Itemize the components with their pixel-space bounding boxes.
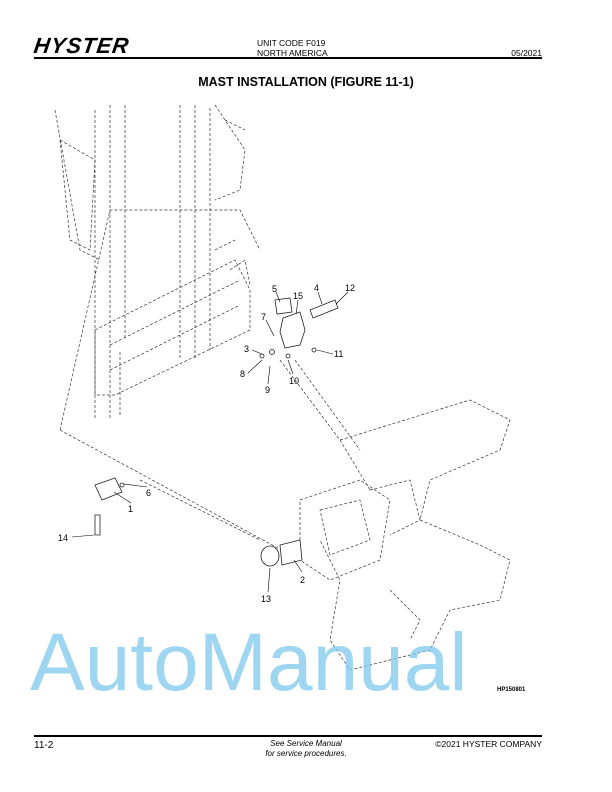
callout-labels: 5 15 4 12 7 3 11 8 10 9 6 1 14 2 13 xyxy=(58,283,355,604)
header-info: UNIT CODE F019 NORTH AMERICA xyxy=(257,38,328,58)
footer-rule xyxy=(34,735,542,737)
callout-10: 10 xyxy=(289,376,299,386)
header-date: 05/2021 xyxy=(511,48,542,58)
callout-1: 1 xyxy=(128,504,133,514)
callout-3: 3 xyxy=(244,344,249,354)
callout-15: 15 xyxy=(293,291,303,301)
callout-6: 6 xyxy=(146,488,151,498)
footer-note-line2: for service procedures. xyxy=(265,749,347,758)
parts xyxy=(94,297,339,567)
region: NORTH AMERICA xyxy=(257,48,328,58)
unit-code: UNIT CODE F019 xyxy=(257,38,326,48)
callout-12: 12 xyxy=(345,283,355,293)
callout-4: 4 xyxy=(314,283,319,293)
footer-note: See Service Manual for service procedure… xyxy=(226,739,386,759)
mast-drawing xyxy=(54,104,511,671)
callout-13: 13 xyxy=(261,594,271,604)
page-number: 11-2 xyxy=(34,740,54,751)
callout-5: 5 xyxy=(272,284,277,294)
page-title: MAST INSTALLATION (FIGURE 11-1) xyxy=(198,75,414,89)
copyright: ©2021 HYSTER COMPANY xyxy=(435,739,542,749)
callout-14: 14 xyxy=(58,533,68,543)
leader-lines xyxy=(71,291,349,593)
footer-note-line1: See Service Manual xyxy=(270,739,342,748)
header-rule xyxy=(34,57,542,59)
watermark: AutoManual xyxy=(30,617,468,708)
callout-2: 2 xyxy=(300,575,305,585)
callout-7: 7 xyxy=(261,312,266,322)
figure-id: HP150801 xyxy=(497,687,526,693)
callout-9: 9 xyxy=(265,385,270,395)
callout-11: 11 xyxy=(334,349,343,359)
callout-8: 8 xyxy=(240,369,245,379)
